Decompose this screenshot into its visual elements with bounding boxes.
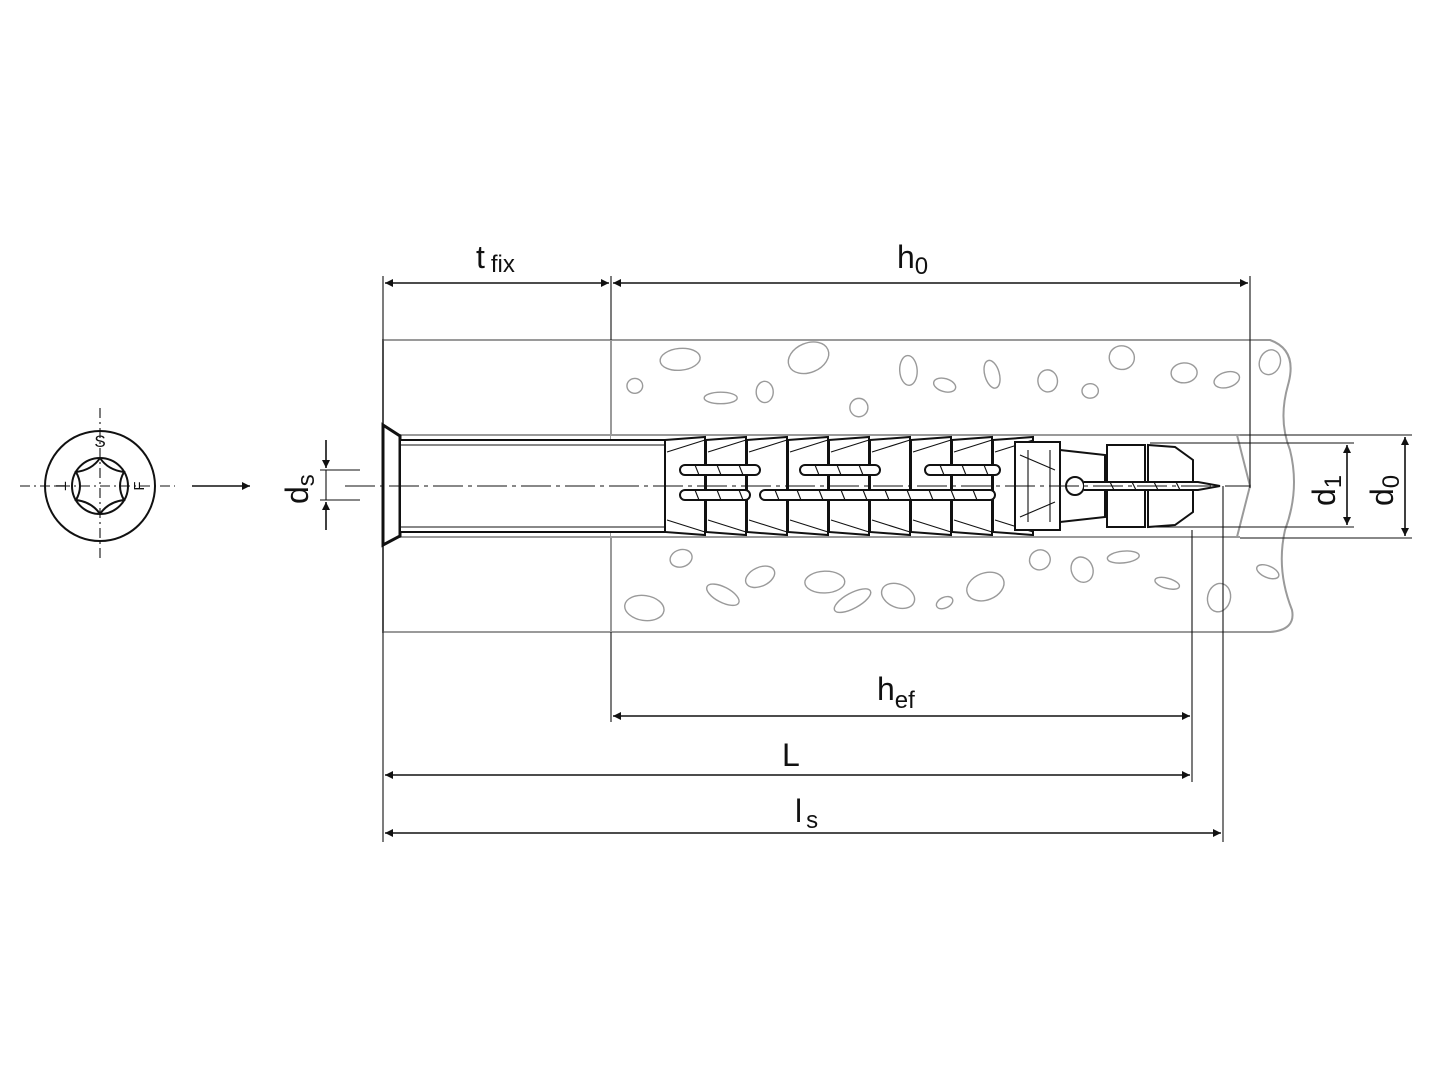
head-mark-s: S	[94, 432, 105, 451]
label-L: L	[782, 737, 800, 773]
label-hef: hef	[877, 671, 915, 714]
screw-thread	[759, 489, 996, 501]
label-d0: d0	[1364, 475, 1405, 506]
head-mark-f: F	[131, 481, 148, 490]
label-d1: d1	[1306, 475, 1347, 506]
label-ds: ds	[279, 474, 320, 504]
dowel-rib	[664, 435, 706, 537]
screw-head-view: S T F	[20, 408, 175, 562]
head-mark-t: T	[52, 481, 69, 490]
extension-lines	[320, 276, 1412, 842]
label-h0: h0	[897, 239, 928, 280]
